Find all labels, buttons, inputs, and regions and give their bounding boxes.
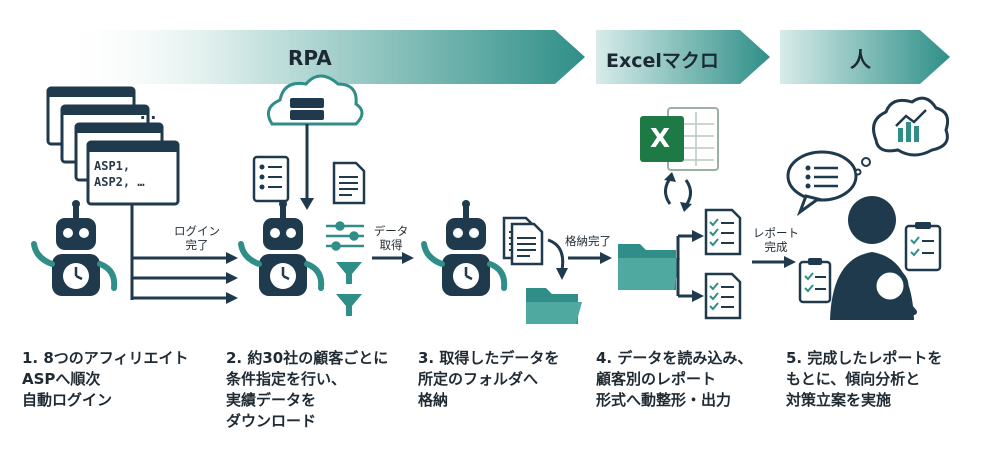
data-get-label: データ 取得 [366, 224, 416, 252]
robot-icon-1 [34, 200, 114, 296]
funnel-icon-2 [336, 294, 362, 316]
magnifier-icon [871, 267, 917, 315]
asp-windows-icon [46, 86, 180, 206]
excel-macro-banner-label: Excelマクロ [606, 50, 719, 72]
step-1-text: 1. 8つのアフィリエイト ASPへ順次 自動ログイン [22, 349, 189, 409]
login-done-line-2: 完了 [185, 238, 209, 252]
report-done-line-1: レポート [753, 226, 799, 240]
step-5-text: 5. 完成したレポートを もとに、傾向分析と 対策立案を実施 [786, 349, 943, 409]
folder-icon-teal [526, 288, 582, 324]
data-get-arrow [372, 252, 414, 264]
excel-banner-arrow [596, 30, 770, 84]
clipboard-icon-1 [798, 258, 832, 304]
step-4-text: 4. データを読み込み、 顧客別のレポート 形式へ動整形・出力 [596, 349, 753, 409]
document-icon-front [510, 222, 544, 266]
more-windows-ellipsis: … [140, 104, 156, 123]
step-2-text: 2. 約30社の顧客ごとに 条件指定を行い、 実績データを ダウンロード [226, 349, 389, 430]
excel-letter: X [650, 124, 671, 154]
document-icon [332, 161, 366, 205]
login-arrows [130, 205, 238, 304]
report-done-label: レポート 完成 [748, 226, 804, 254]
robot-icon-2 [241, 200, 321, 296]
filter-sliders-icon [326, 221, 364, 251]
human-banner-label: 人 [850, 48, 871, 72]
list-document-icon [252, 155, 290, 203]
rpa-banner-arrow [60, 30, 585, 84]
report-document-icon-1 [704, 208, 742, 256]
login-done-label: ログイン 完了 [162, 224, 232, 252]
step-3-text: 3. 取得したデータを 所定のフォルダへ 格納 [418, 349, 560, 409]
cloud-server-icon [266, 74, 364, 210]
down-curve-arrow [547, 238, 565, 271]
clipboard-icon-2 [904, 222, 942, 272]
folder-icon [618, 244, 680, 290]
data-get-line-1: データ [373, 224, 409, 238]
asp-window-text: ASP1, ASP2, … [94, 158, 145, 190]
branch-arrows [676, 234, 694, 298]
data-get-line-2: 取得 [379, 238, 403, 252]
store-done-label: 格納完了 [565, 234, 611, 248]
login-done-line-1: ログイン [174, 224, 220, 238]
asp-line-2: ASP2, … [94, 175, 145, 189]
store-done-arrow [568, 252, 612, 264]
robot-icon-3 [424, 200, 504, 296]
rpa-banner-label: RPA [288, 46, 332, 70]
funnel-icon-1 [336, 262, 362, 284]
asp-line-1: ASP1, [94, 159, 131, 173]
excel-icon [640, 107, 719, 171]
speech-bubble-list-icon [786, 150, 858, 217]
report-done-line-2: 完成 [764, 240, 788, 254]
report-document-icon-2 [704, 272, 742, 320]
thought-chart-icon [854, 96, 950, 176]
human-banner-arrow [780, 30, 950, 84]
report-done-arrow [752, 256, 796, 268]
